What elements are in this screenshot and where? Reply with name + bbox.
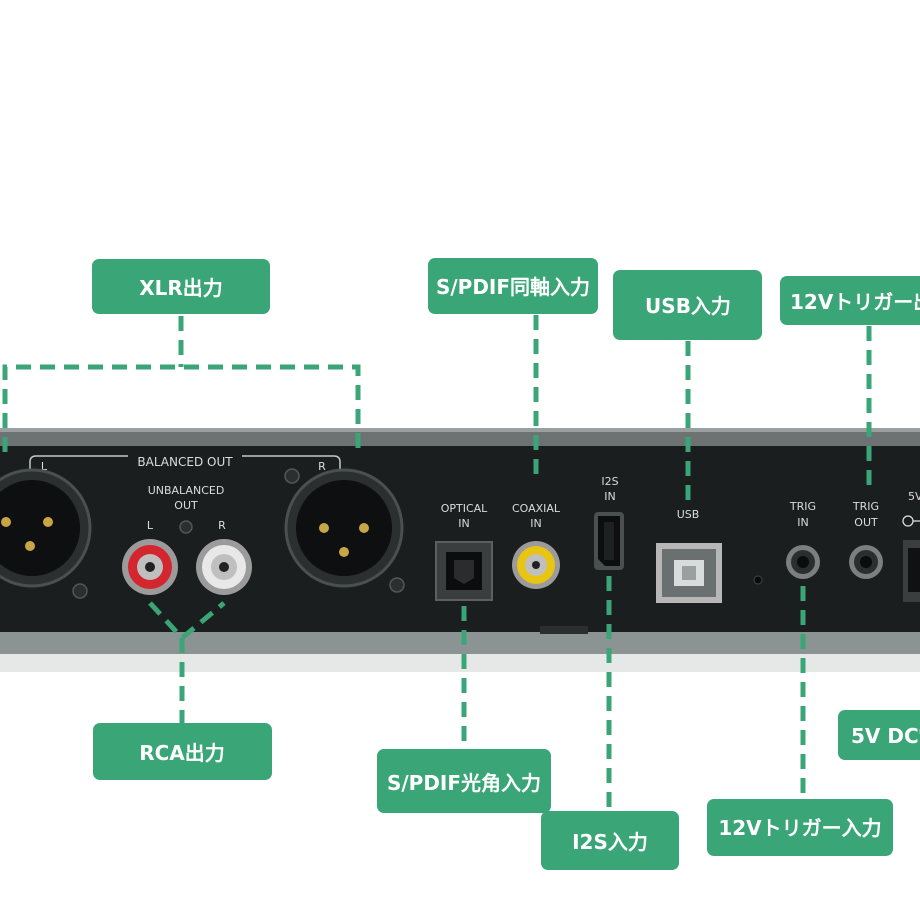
callout-spdif-coax-in-label: S/PDIF同軸入力: [436, 275, 590, 299]
callout-rca-out-label: RCA出力: [139, 741, 225, 765]
chassis-bottom-shadow: [0, 654, 920, 672]
callout-usb-in: USB入力: [613, 270, 762, 340]
callout-dc-in-label: 5V DC電: [851, 724, 920, 748]
leader-lines: [2, 315, 872, 814]
coaxial-label-line2: IN: [530, 517, 541, 530]
xlr-right-pin: [319, 523, 329, 533]
trig-in-label-line2: IN: [797, 516, 808, 529]
trig-out-jack: [849, 545, 883, 579]
xlr-right-pin: [359, 523, 369, 533]
callout-spdif-optical-in-label: S/PDIF光角入力: [387, 771, 541, 795]
panel-screw: [753, 575, 763, 585]
callout-spdif-optical-in: S/PDIF光角入力: [377, 749, 551, 813]
balanced-out-bracket: [29, 455, 341, 470]
usb-b-connector: [656, 543, 722, 603]
trig-in-label-line1: TRIG: [789, 500, 816, 513]
balanced-out-label: BALANCED OUT: [137, 455, 233, 469]
trig-out-label-line1: TRIG: [852, 500, 879, 513]
xlr-left-pin: [25, 541, 35, 551]
optical-connector: [435, 541, 493, 601]
unbalanced-label-line2: OUT: [174, 499, 198, 512]
leader-xlr-bracket: [2, 364, 361, 452]
callout-xlr-out-label: XLR出力: [139, 276, 223, 300]
coaxial-connector: [512, 541, 560, 589]
callout-trigger-out-label: 12Vトリガー出: [790, 290, 920, 314]
optical-label-line2: IN: [458, 517, 469, 530]
xlr-left-pin: [43, 517, 53, 527]
i2s-label-line2: IN: [604, 490, 615, 503]
rca-r-label: R: [218, 519, 226, 532]
panel-foot: [540, 626, 588, 634]
callout-dc-in: 5V DC電: [838, 710, 920, 760]
callout-i2s-in: I2S入力: [541, 811, 679, 870]
xlr-left-pin: [1, 517, 11, 527]
chassis-bottom-edge: [0, 632, 920, 654]
usb-label: USB: [677, 508, 700, 521]
dc-power-jack: [903, 540, 920, 602]
xlr-right-screw: [284, 468, 300, 484]
callout-trigger-in-label: 12Vトリガー入力: [718, 816, 881, 840]
dc-5v-label: 5V: [908, 490, 920, 503]
chassis-top-highlight: [0, 428, 920, 432]
leader-rca-split: [148, 601, 226, 642]
callout-i2s-in-label: I2S入力: [572, 830, 648, 854]
xlr-right-connector: [284, 468, 405, 593]
callout-rca-out: RCA出力: [93, 723, 272, 780]
xlr-left-screw: [72, 583, 88, 599]
callout-trigger-in: 12Vトリガー入力: [707, 799, 893, 856]
callout-usb-in-label: USB入力: [645, 294, 731, 318]
coaxial-label-line1: COAXIAL: [512, 502, 561, 515]
trig-out-label-line2: OUT: [854, 516, 878, 529]
i2s-label-line1: I2S: [601, 475, 618, 488]
balanced-l-label: L: [41, 460, 48, 473]
balanced-r-label: R: [318, 460, 326, 473]
rear-panel: [0, 446, 920, 634]
xlr-left-connector: [0, 468, 92, 599]
rca-l-label: L: [147, 519, 154, 532]
i2s-hdmi-connector: [594, 512, 624, 570]
callout-trigger-out: 12Vトリガー出: [780, 276, 920, 325]
callout-xlr-out: XLR出力: [92, 259, 270, 314]
rca-right-connector: [196, 539, 252, 595]
dc-polarity-icon: [902, 515, 920, 527]
rca-left-connector: [122, 539, 178, 595]
callout-spdif-coax-in: S/PDIF同軸入力: [428, 258, 598, 314]
rca-center-screw: [179, 520, 193, 534]
xlr-right-screw: [389, 577, 405, 593]
unbalanced-label-line1: UNBALANCED: [148, 484, 225, 497]
optical-label-line1: OPTICAL: [441, 502, 488, 515]
trig-in-jack: [786, 545, 820, 579]
xlr-right-pin: [339, 547, 349, 557]
